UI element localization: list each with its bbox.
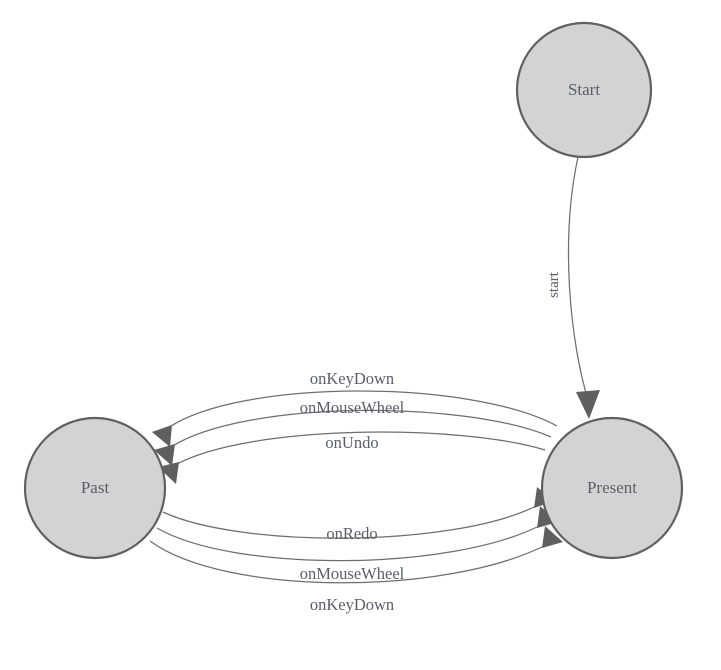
- edge-group-present-to-past: [152, 390, 558, 484]
- edge-present-to-past-onmousewheel[interactable]: [154, 409, 552, 466]
- edge-label-group: onKeyDown onMouseWheel onUndo onRedo onM…: [300, 271, 562, 614]
- edge-label-onmousewheel-lower: onMouseWheel: [300, 564, 405, 583]
- edge-path: [167, 390, 558, 429]
- node-present-shape: [540, 416, 684, 560]
- edge-label-onkeydown-lower: onKeyDown: [310, 595, 394, 614]
- edge-group-past-to-present: [149, 487, 563, 584]
- edge-path: [170, 409, 552, 448]
- arrowhead-icon: [542, 526, 563, 548]
- edge-present-to-past-onkeydown[interactable]: [152, 390, 558, 447]
- edge-present-to-past-onundo[interactable]: [158, 431, 546, 484]
- edge-path: [156, 524, 542, 562]
- node-past-shape: [23, 416, 167, 560]
- edge-path: [149, 540, 547, 584]
- node-start[interactable]: Start: [515, 21, 653, 159]
- node-present[interactable]: Present: [540, 416, 684, 560]
- arrowhead-icon: [576, 390, 600, 419]
- edge-path: [174, 431, 546, 466]
- arrowhead-icon: [152, 425, 172, 447]
- node-past-label: Past: [81, 478, 110, 497]
- edge-start-to-present[interactable]: [567, 156, 600, 419]
- arrowhead-icon: [158, 462, 179, 484]
- arrowhead-icon: [154, 444, 175, 466]
- edge-path: [567, 156, 589, 401]
- node-start-label: Start: [568, 80, 600, 99]
- edge-label-onundo: onUndo: [325, 433, 378, 452]
- edge-label-onredo: onRedo: [326, 524, 377, 543]
- edge-path: [162, 504, 539, 539]
- node-past[interactable]: Past: [23, 416, 167, 560]
- edge-past-to-present-onkeydown[interactable]: [149, 526, 563, 584]
- edge-label-onmousewheel-upper: onMouseWheel: [300, 398, 405, 417]
- edge-label-start: start: [546, 271, 562, 298]
- node-present-label: Present: [587, 478, 637, 497]
- edge-label-onkeydown-upper: onKeyDown: [310, 369, 394, 388]
- node-start-shape: [515, 21, 653, 159]
